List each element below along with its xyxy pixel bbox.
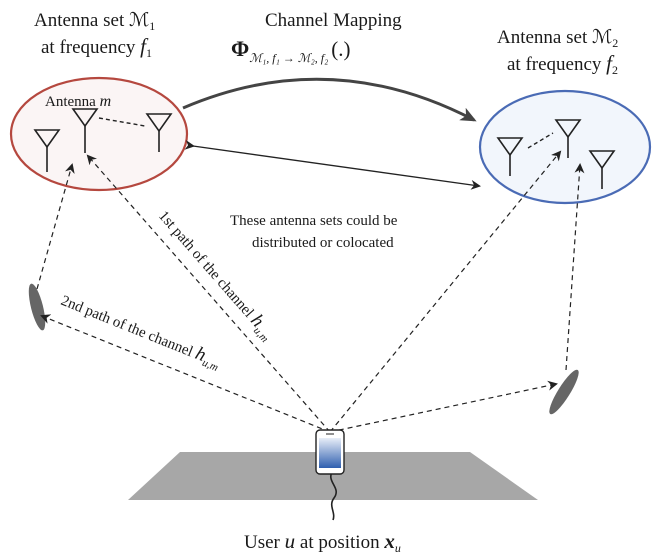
note-line-1: These antenna sets could be [230, 213, 398, 229]
mapping-title: Channel Mapping [265, 10, 402, 31]
path-1-line [86, 154, 331, 433]
path-2-segment-a [40, 314, 331, 433]
channel-mapping-arrow [182, 77, 477, 122]
antenna-icon [496, 137, 524, 176]
ground-plane [128, 452, 538, 500]
antenna-icon [588, 150, 616, 189]
antenna-set-2-title: Antenna set ℳ2 [497, 27, 618, 50]
user-phone [315, 429, 345, 521]
antenna-set-1-ellipse [9, 76, 189, 192]
antenna-m-label: Antenna m [45, 93, 111, 110]
antenna-array-dots [527, 132, 554, 149]
note-line-2: distributed or colocated [252, 235, 394, 251]
antenna-set-1-title: Antenna set ℳ1 [34, 10, 155, 33]
colocation-arrow [184, 139, 481, 190]
antenna-icon [554, 119, 582, 158]
propagation-paths [36, 150, 585, 433]
path-2-label: 2nd path of the channel hu,m [57, 289, 224, 374]
antenna-icon [33, 129, 61, 172]
path-to-reflector-right [329, 380, 558, 433]
antenna-m-icon [71, 108, 99, 153]
path-reflector-to-set2 [565, 163, 585, 371]
reflector-left [28, 283, 46, 331]
path-2-segment-b [36, 163, 75, 290]
mapping-function: Φℳ₁, f₁ → ℳ₂, f₂(.) [231, 36, 351, 65]
reflector-right [549, 369, 579, 415]
antenna-array-dots [98, 117, 146, 127]
antenna-set-1-frequency: at frequency f1 [41, 34, 152, 60]
user-label: User u at position xu [244, 529, 401, 555]
antenna-set-2-frequency: at frequency f2 [507, 51, 618, 77]
antenna-icon [145, 113, 173, 152]
antenna-set-2-ellipse [478, 89, 652, 205]
path-to-set2 [329, 150, 562, 433]
